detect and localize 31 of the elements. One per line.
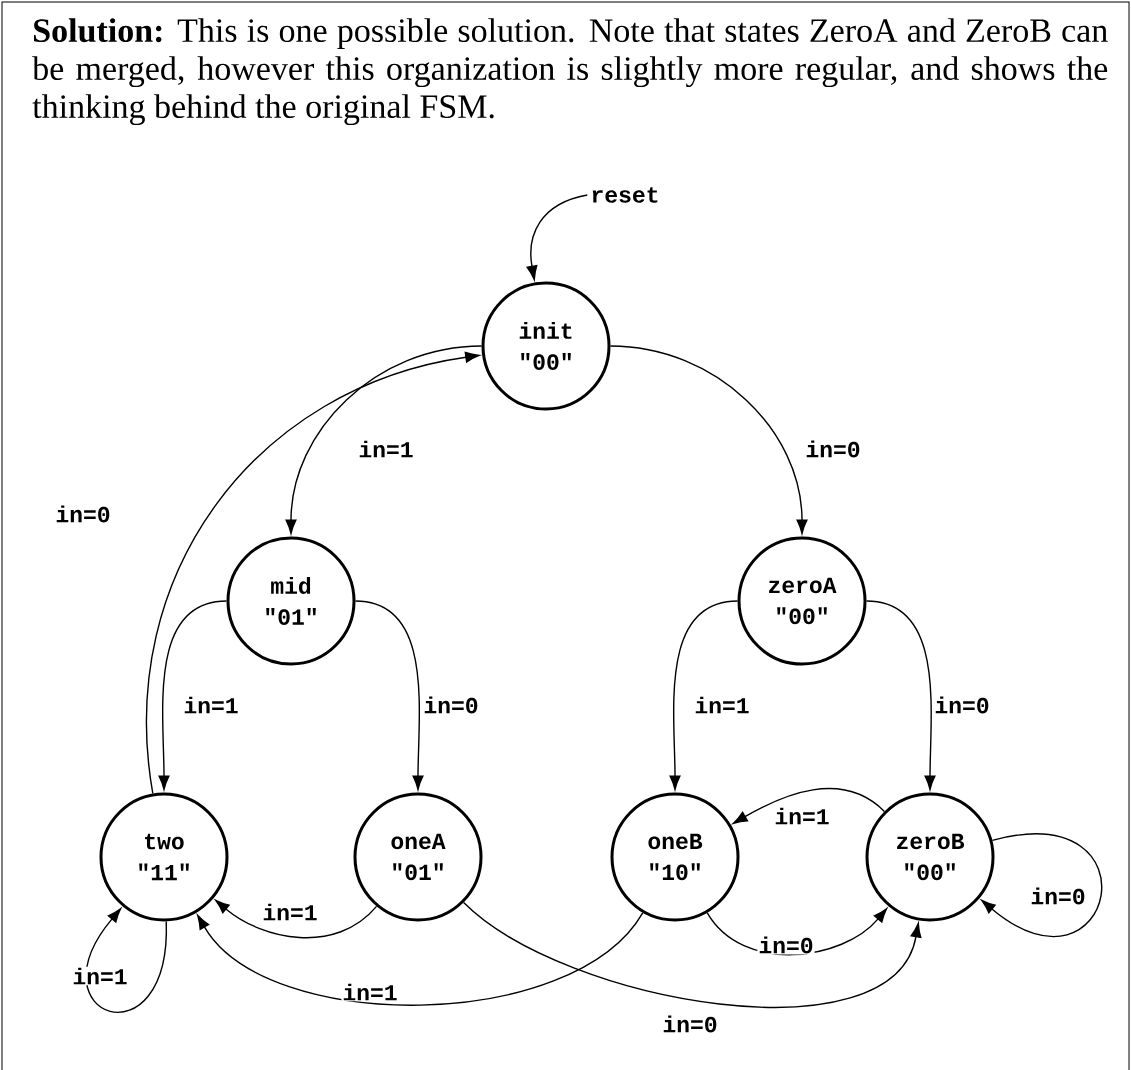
solution-text: Solution: This is one possible solution. Note that states ZeroA and ZeroB can be merged, however this organization is slightly more regular, and shows the thinking behind the original FSM. (32, 18, 1108, 126)
arrow (865, 600, 936, 791)
arrow (669, 600, 739, 791)
edge-label: in=0 (757, 935, 815, 955)
arrow (85, 908, 167, 1013)
arrow (462, 901, 922, 1008)
arrow (354, 600, 424, 791)
edge-label: in=0 (422, 695, 480, 715)
edge-label: in=1 (357, 439, 415, 459)
arrow (197, 912, 644, 1006)
edge-label: in=1 (71, 966, 129, 986)
edge-label: in=0 (1029, 886, 1087, 906)
reset-label: reset (592, 187, 658, 203)
arrow (146, 351, 480, 795)
edge-label: in=0 (661, 1014, 719, 1034)
edge-label: in=0 (54, 504, 112, 524)
arrow (706, 908, 888, 956)
edge-label: in=0 (933, 695, 991, 715)
arrow (158, 600, 228, 791)
arrow (732, 787, 886, 824)
edge-label: in=1 (261, 902, 319, 922)
arrow (215, 899, 378, 939)
edge-label: in=1 (773, 806, 831, 826)
edge-label: in=1 (693, 695, 751, 715)
arrow (609, 345, 808, 535)
edge-label: in=1 (182, 695, 240, 715)
edge-label: in=0 (804, 439, 862, 459)
arrow (285, 345, 483, 535)
edge-label: in=1 (341, 982, 399, 1002)
arrow (526, 194, 588, 281)
arrow (981, 833, 1102, 937)
